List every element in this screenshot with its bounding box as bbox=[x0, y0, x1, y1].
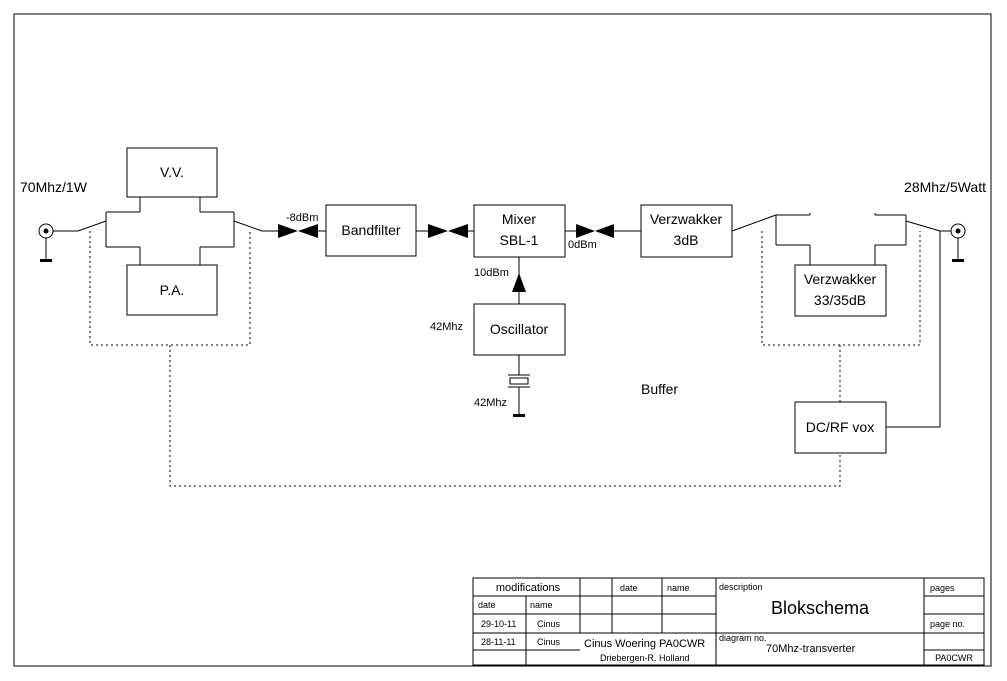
oscillator-block bbox=[473, 303, 566, 356]
date-header: date bbox=[620, 583, 638, 593]
modification-name-1: Cinus bbox=[537, 619, 561, 629]
bidirectional-arrow-icon bbox=[416, 224, 474, 238]
bidirectional-arrow-icon bbox=[278, 224, 326, 238]
name-header: name bbox=[667, 583, 690, 593]
attenuator-33-label-1: Verzwakker bbox=[804, 271, 877, 287]
vv-label: V.V. bbox=[160, 164, 184, 180]
mixer-block bbox=[473, 204, 566, 258]
modification-date-2: 28-11-11 bbox=[481, 637, 516, 647]
arrow-up-icon bbox=[512, 257, 526, 304]
control-dotted-lines bbox=[89, 231, 921, 487]
vox-block bbox=[794, 401, 887, 454]
vv-block bbox=[126, 147, 218, 198]
drawing-code: PA0CWR bbox=[935, 653, 973, 663]
bandfilter-label: Bandfilter bbox=[341, 222, 400, 238]
buffer-label: Buffer bbox=[641, 381, 678, 397]
description-value: Blokschema bbox=[771, 598, 870, 618]
oscillator-label: Oscillator bbox=[490, 321, 549, 337]
left-tr-switches bbox=[77, 197, 282, 265]
diagram-no-value: 70Mhz-transverter bbox=[766, 643, 856, 655]
oscillator-frequency-label: 42Mhz bbox=[430, 321, 463, 333]
mixer-label-2: SBL-1 bbox=[500, 232, 539, 248]
title-block bbox=[472, 577, 985, 666]
crystal-frequency-label: 42Mhz bbox=[474, 397, 507, 409]
attenuator-33-label-2: 33/35dB bbox=[814, 292, 866, 308]
page-no-label: page no. bbox=[930, 619, 965, 629]
bidirectional-arrow-icon bbox=[565, 224, 641, 238]
level-0-label: 0dBm bbox=[568, 239, 597, 251]
port-right-label: 28Mhz/5Watt bbox=[904, 179, 986, 195]
level-minus8-label: -8dBm bbox=[286, 212, 318, 224]
pa-block bbox=[126, 264, 218, 316]
modification-name-2: Cinus bbox=[537, 637, 561, 647]
name-column: name bbox=[530, 600, 553, 610]
modifications-header: modifications bbox=[496, 582, 561, 594]
mixer-label-1: Mixer bbox=[502, 211, 537, 227]
modification-date-1: 29-10-11 bbox=[481, 619, 516, 629]
description-label: description bbox=[719, 582, 763, 592]
vox-label: DC/RF vox bbox=[806, 419, 874, 435]
author-location: Driebergen-R. Holland bbox=[600, 653, 690, 663]
right-antenna-connector bbox=[950, 223, 966, 262]
level-10-label: 10dBm bbox=[474, 267, 509, 279]
left-antenna-connector bbox=[38, 223, 78, 262]
pa-label: P.A. bbox=[160, 282, 185, 298]
diagram-no-label: diagram no. bbox=[719, 633, 767, 643]
right-tr-switches bbox=[731, 213, 951, 265]
pages-label: pages bbox=[930, 583, 955, 593]
attenuator-3db-label-2: 3dB bbox=[674, 232, 699, 248]
attenuator-3db-label-1: Verzwakker bbox=[650, 211, 723, 227]
author-name: Cinus Woering PA0CWR bbox=[584, 638, 705, 650]
vox-sense-line bbox=[886, 231, 941, 428]
crystal-icon bbox=[508, 355, 530, 417]
attenuator-33-block bbox=[794, 264, 887, 317]
drawing-frame bbox=[13, 13, 992, 667]
date-column: date bbox=[478, 600, 496, 610]
attenuator-3db-block bbox=[640, 204, 733, 258]
port-left-label: 70Mhz/1W bbox=[20, 179, 88, 195]
